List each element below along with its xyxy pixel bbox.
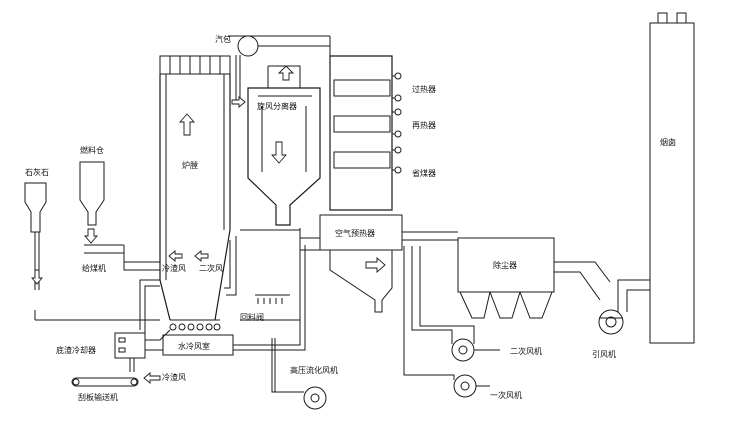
scraper-conveyor-label: 刮板输送机 (78, 392, 118, 402)
air-preheater: 空气预热器 (319, 214, 403, 313)
drum-label: 汽包 (215, 34, 231, 44)
fuel-bin: 燃料仓 给煤机 (79, 145, 160, 273)
chimney-label: 烟囱 (660, 137, 676, 147)
hp-fan-label: 高压流化风机 (290, 365, 338, 375)
scraper-conveyor: 刮板输送机 (71, 377, 139, 402)
primary-fan-label: 一次风机 (490, 390, 522, 400)
cooling-air-2-label: 冷渣风 (162, 372, 186, 382)
dust-collector: 除尘器 (457, 237, 555, 319)
water-cooled-plenum: 水冷风室 (162, 334, 234, 356)
induced-draft-fan: 引风机 (592, 309, 624, 359)
limestone-label: 石灰石 (25, 167, 49, 177)
secondary-air-fan: 二次风机 (411, 246, 542, 362)
dust-collector-label: 除尘器 (493, 260, 517, 270)
plenum-label: 水冷风室 (178, 341, 210, 351)
backpass: 过热器 再热器 省煤器 (329, 55, 436, 211)
loop-seal-label: 回料阀 (240, 312, 264, 322)
air-preheater-label: 空气预热器 (335, 228, 375, 238)
coal-feeder-label: 给煤机 (82, 263, 106, 273)
cyclone-label: 旋风分离器 (257, 101, 297, 111)
limestone-silo: 石灰石 (24, 167, 160, 321)
cyclone-separator: 旋风分离器 (247, 65, 321, 226)
ash-cooler-label: 底渣冷却器 (56, 345, 96, 355)
reheater-label: 再热器 (412, 120, 436, 130)
economizer-label: 省煤器 (412, 168, 436, 178)
secondary-fan-label: 二次风机 (510, 346, 542, 356)
steam-drum: 汽包 (215, 34, 331, 100)
furnace: 炉膛 (159, 55, 246, 331)
chimney: 烟囱 (649, 12, 695, 344)
hp-fluidizing-fan: 高压流化风机 (271, 338, 338, 410)
induced-fan-label: 引风机 (592, 349, 616, 359)
flue-ducts (402, 231, 650, 312)
fuel-bin-label: 燃料仓 (80, 145, 104, 155)
loop-seal: 回料阀 (240, 229, 301, 322)
superheater-label: 过热器 (412, 84, 436, 94)
bottom-ash-cooler: 底渣冷却器 冷渣风 (56, 329, 186, 384)
furnace-label: 炉膛 (182, 160, 198, 170)
secondary-air-label: 二次风 (199, 263, 223, 273)
primary-air-fan: 一次风机 (403, 246, 522, 400)
cooling-air-label: 冷渣风 (162, 263, 186, 273)
air-ducts (224, 228, 320, 351)
